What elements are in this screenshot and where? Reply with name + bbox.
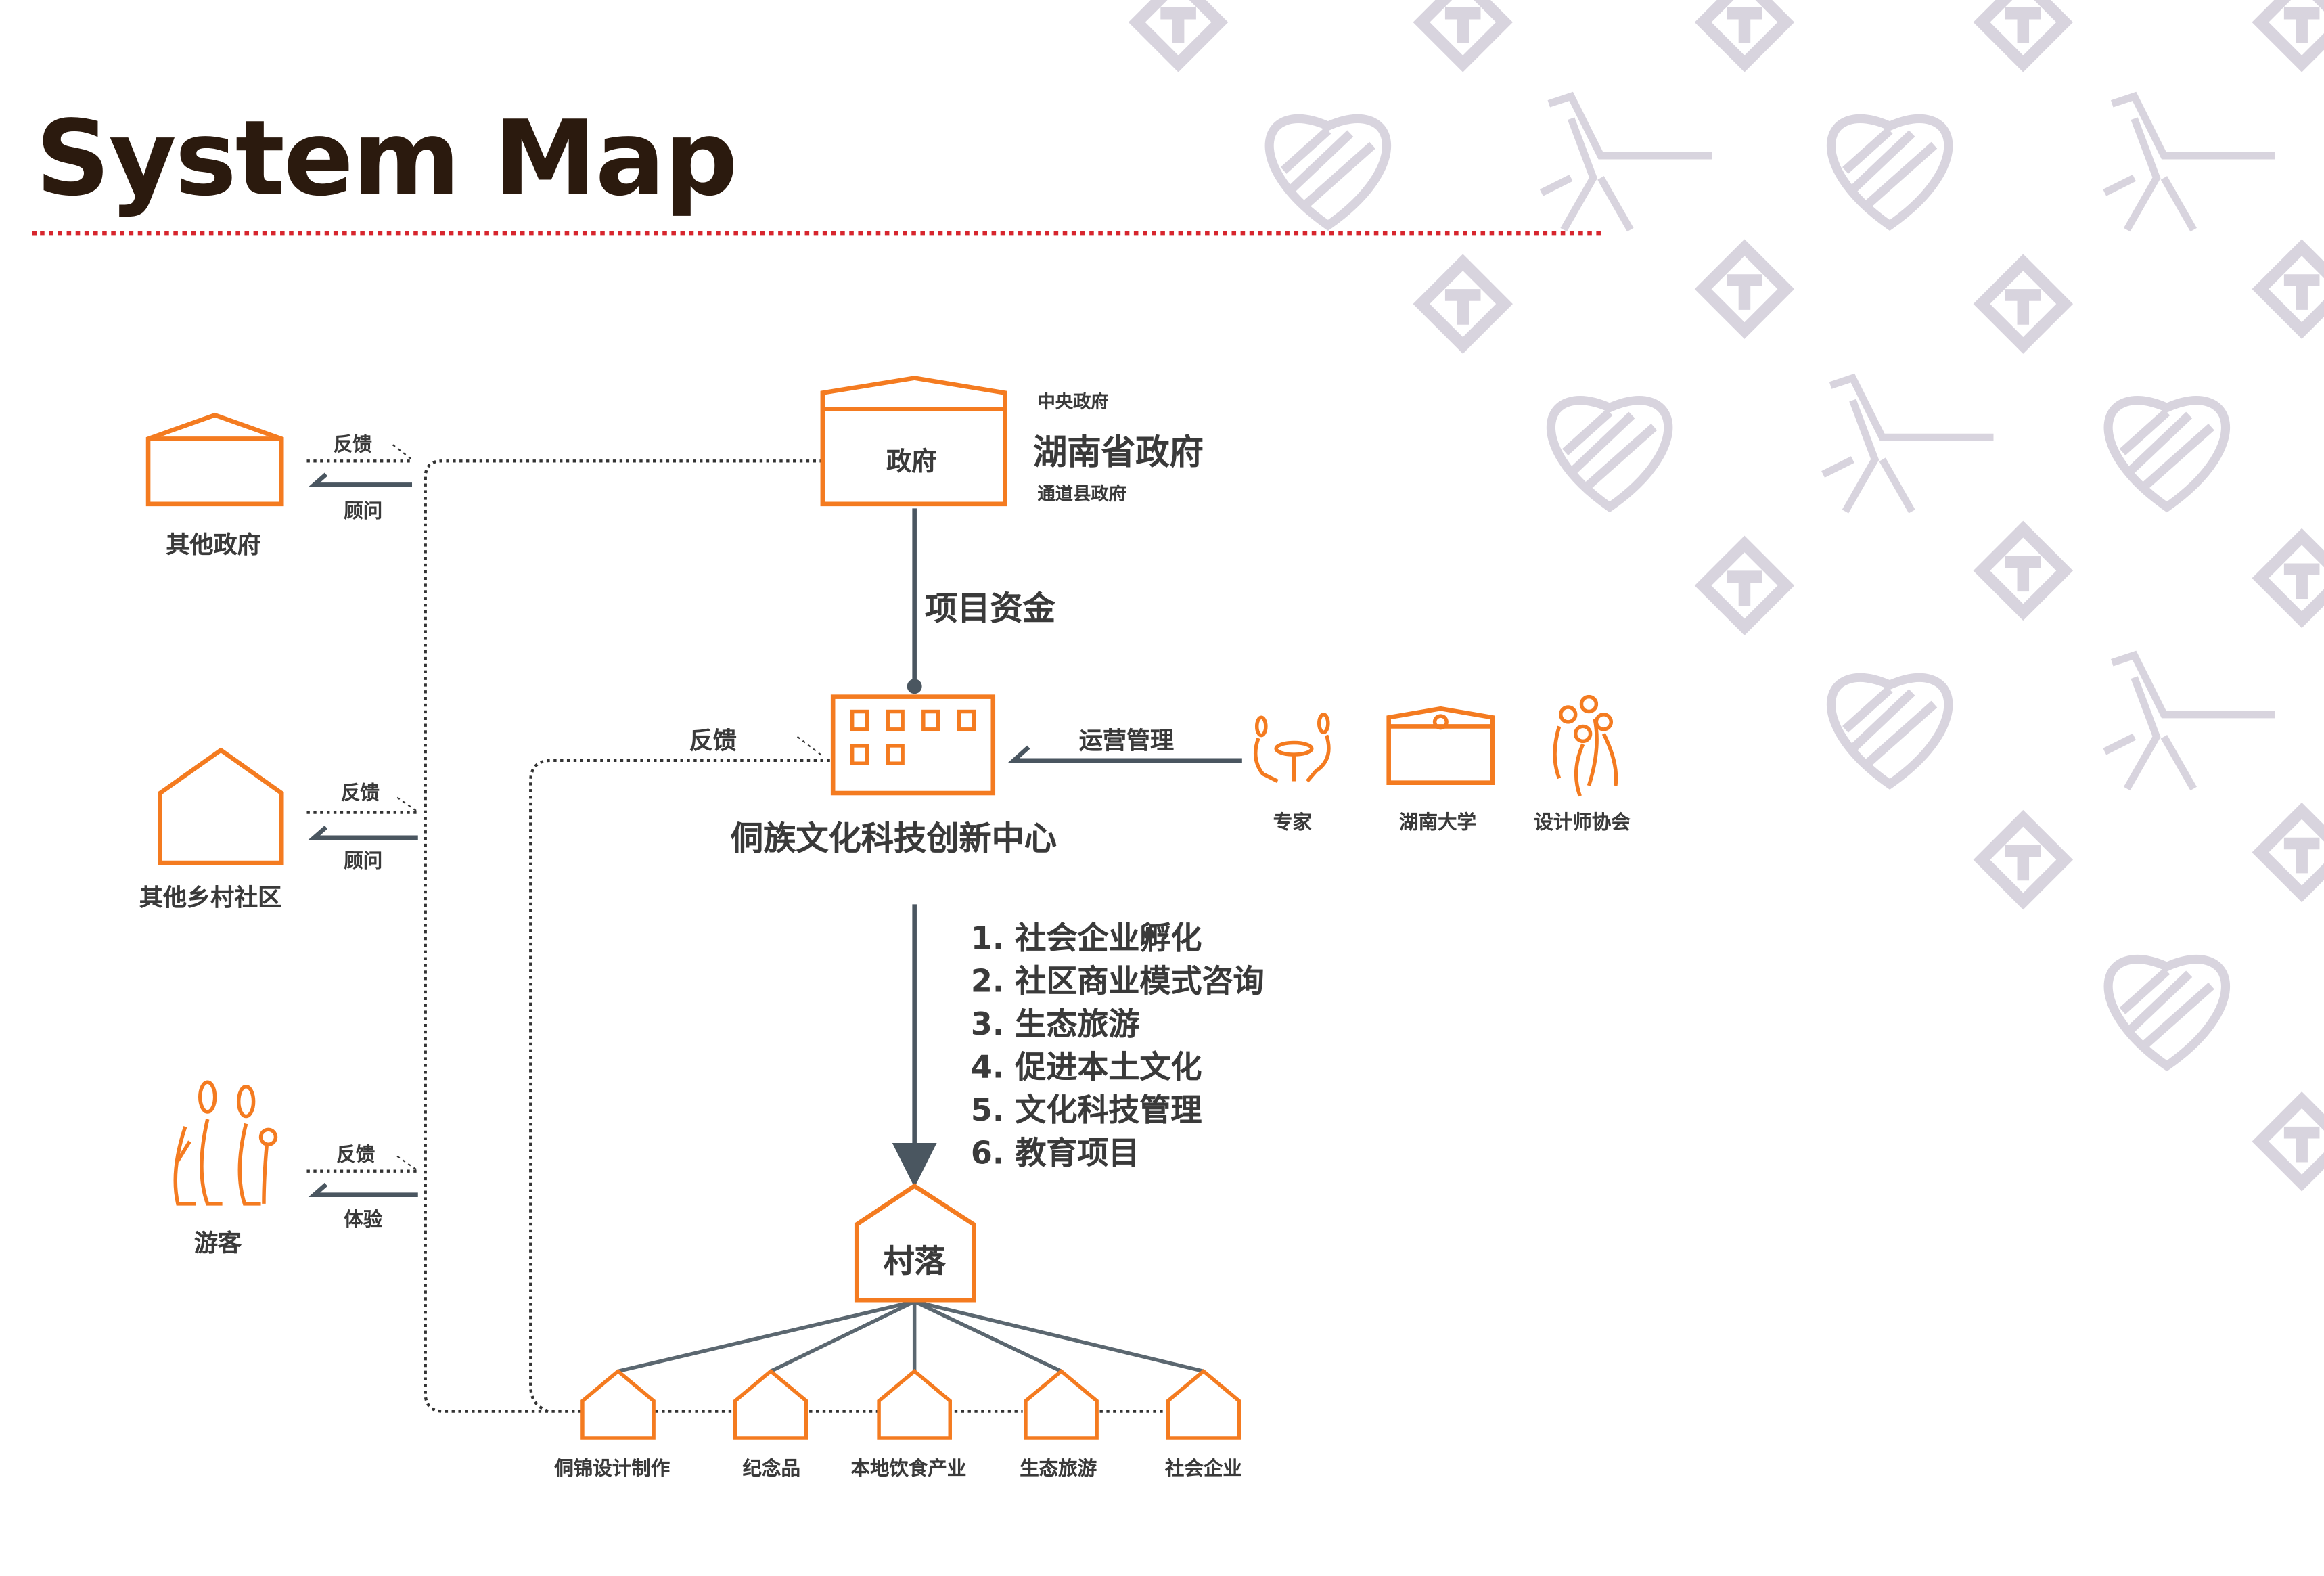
- heart-motif-icon: [2103, 955, 2230, 1072]
- diamond-motif-icon: [1973, 809, 2074, 910]
- university-icon: [1386, 706, 1495, 785]
- page-title: System Map: [35, 97, 738, 220]
- heart-motif-icon: [1264, 114, 1392, 231]
- government-box-label: 政府: [886, 447, 937, 478]
- dotted-connector-main: [424, 459, 823, 1413]
- advice-label: 顾问: [344, 501, 383, 524]
- industry-house-icon: [580, 1368, 656, 1440]
- service-item: 3. 生态旅游: [970, 1006, 1140, 1043]
- operations-label: 运营管理: [1078, 726, 1175, 755]
- title-divider: [32, 231, 1601, 236]
- diamond-motif-icon: [2252, 239, 2324, 339]
- diamond-motif-icon: [2252, 1091, 2324, 1192]
- central-government: 中央政府: [1037, 391, 1109, 413]
- center-feedback-label: 反馈: [689, 726, 737, 755]
- tourists-icon: [173, 1080, 278, 1206]
- partner-label: 湖南大学: [1399, 812, 1476, 835]
- diamond-motif-icon: [2252, 528, 2324, 629]
- feedback-label: 反馈: [336, 1144, 375, 1167]
- diamond-motif-icon: [1694, 0, 1795, 72]
- village-label: 村落: [883, 1243, 946, 1280]
- diamond-motif-icon: [1694, 239, 1795, 339]
- bird-motif-icon: [1821, 373, 1994, 514]
- industry-house-icon: [1024, 1368, 1099, 1440]
- diamond-motif-icon: [2252, 0, 2324, 72]
- industry-label: 纪念品: [742, 1458, 801, 1481]
- feedback-label: 反馈: [340, 782, 380, 805]
- other-government-icon: [145, 412, 284, 507]
- industry-label: 侗锦设计制作: [554, 1458, 670, 1481]
- bird-motif-icon: [2103, 91, 2275, 232]
- partner-label: 设计师协会: [1534, 812, 1631, 835]
- diamond-motif-icon: [1413, 0, 1513, 72]
- service-item: 1. 社会企业孵化: [970, 920, 1202, 957]
- expert-icon: [1253, 713, 1331, 783]
- experience-label: 体验: [344, 1209, 383, 1232]
- industry-house-icon: [733, 1368, 808, 1440]
- industry-label: 社会企业: [1164, 1458, 1242, 1481]
- other-village-icon: [158, 747, 284, 865]
- diamond-motif-icon: [1973, 254, 2074, 354]
- diamond-motif-icon: [1973, 0, 2074, 72]
- government-building-icon: [820, 376, 1007, 507]
- county-government: 通道县政府: [1037, 483, 1126, 504]
- diamond-motif-icon: [1413, 254, 1513, 354]
- provincial-government: 湖南省政府: [1032, 434, 1204, 473]
- service-item: 5. 文化科技管理: [970, 1092, 1202, 1129]
- diamond-motif-icon: [1694, 535, 1795, 636]
- left-node-label: 游客: [193, 1229, 242, 1257]
- service-item: 2. 社区商业模式咨询: [970, 963, 1264, 999]
- heart-motif-icon: [1826, 114, 1953, 231]
- heart-motif-icon: [1546, 396, 1673, 513]
- heart-motif-icon: [2103, 396, 2230, 513]
- advice-label: 顾问: [344, 851, 383, 874]
- industry-house-icon: [1166, 1368, 1241, 1440]
- industry-label: 本地饮食产业: [850, 1458, 967, 1481]
- left-node-label: 其他乡村社区: [139, 883, 282, 912]
- designers-icon: [1553, 694, 1618, 797]
- service-item: 4. 促进本土文化: [970, 1050, 1202, 1085]
- diamond-motif-icon: [1973, 520, 2074, 621]
- bird-motif-icon: [1539, 91, 1712, 232]
- partner-label: 专家: [1273, 812, 1312, 835]
- industry-house-icon: [877, 1368, 952, 1440]
- innovation-center-name: 侗族文化科技创新中心: [731, 821, 1057, 859]
- heart-motif-icon: [1826, 673, 1953, 790]
- bird-motif-icon: [2103, 650, 2275, 791]
- left-node-label: 其他政府: [166, 531, 261, 559]
- industry-label: 生态旅游: [1020, 1458, 1097, 1481]
- funding-label: 项目资金: [924, 591, 1055, 629]
- feedback-label: 反馈: [333, 434, 372, 457]
- service-item: 6. 教育项目: [970, 1135, 1140, 1171]
- diamond-motif-icon: [1128, 0, 1229, 72]
- services-list: 1. 社会企业孵化 2. 社区商业模式咨询 3. 生态旅游 4. 促进本土文化 …: [971, 915, 1264, 1173]
- diamond-motif-icon: [2252, 802, 2324, 903]
- village-icon: [854, 1183, 976, 1303]
